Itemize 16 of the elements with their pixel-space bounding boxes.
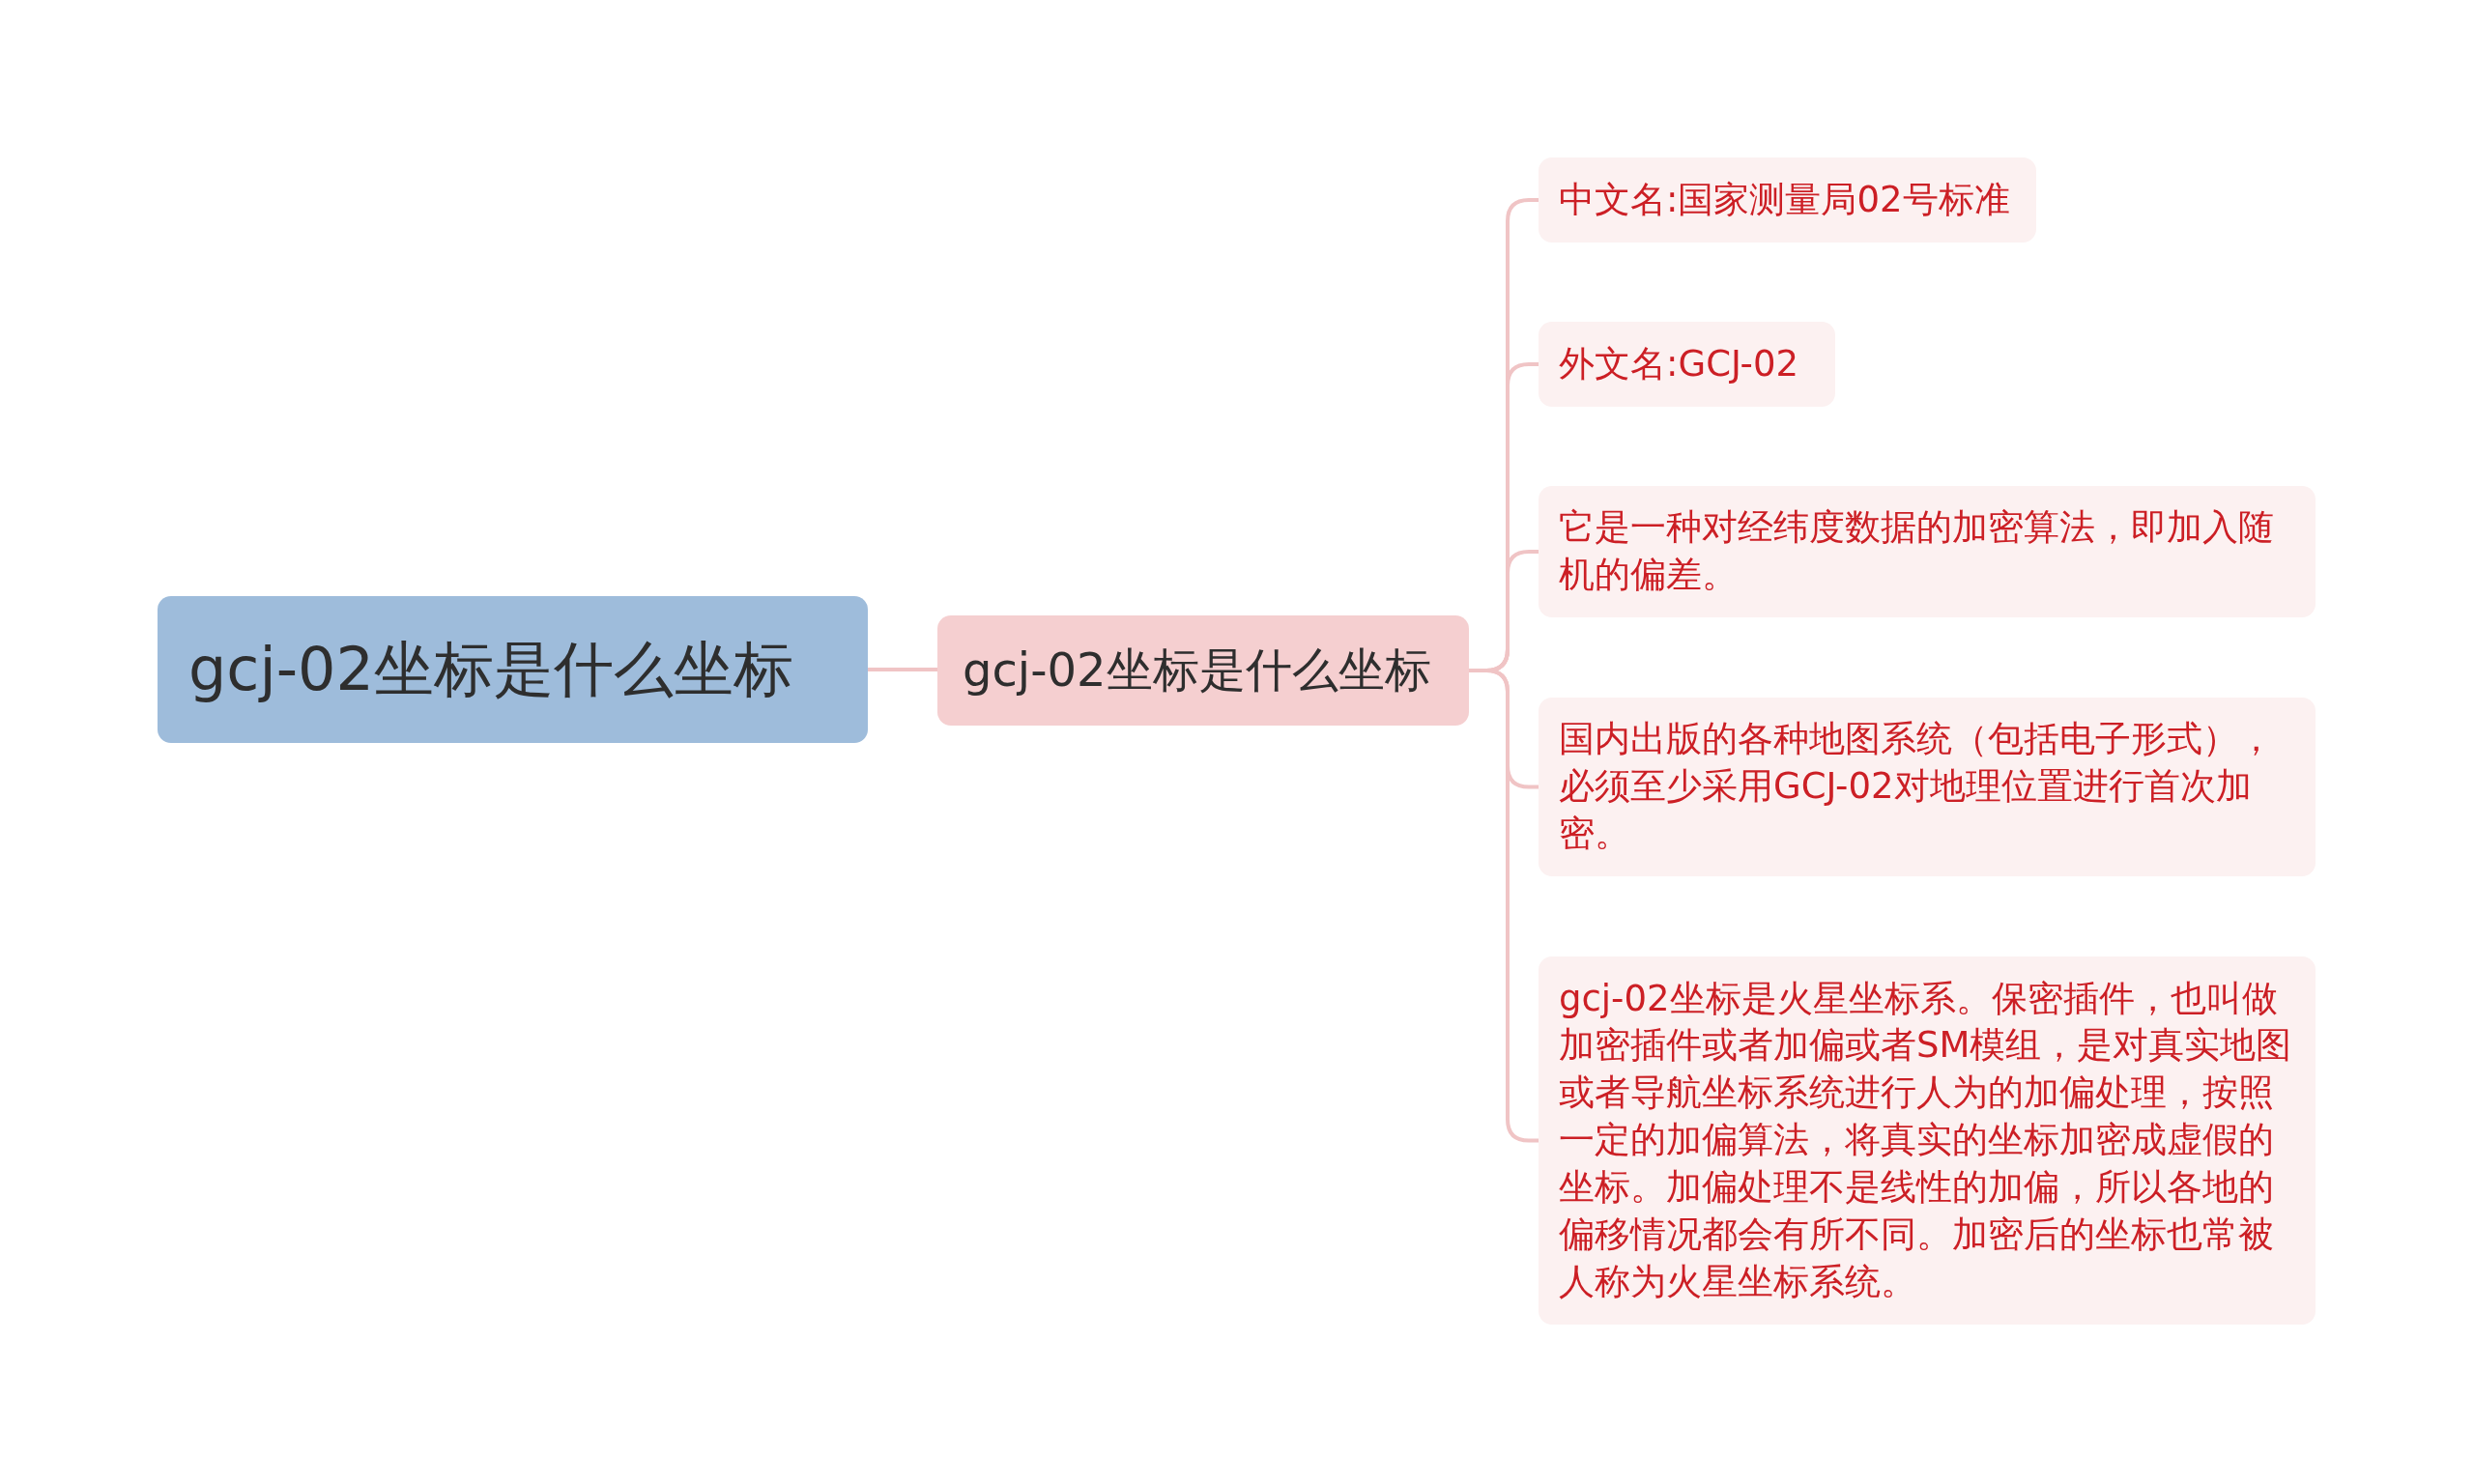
subtopic-box (1539, 956, 2316, 1325)
connector-line (868, 668, 937, 671)
topic-text: 它是一种对经纬度数据的加密算法，即加入随机的偏差。 (1559, 505, 2275, 597)
subtopic-box (1539, 322, 1835, 407)
connector-line (1469, 669, 1539, 1143)
subtopic-box (1539, 698, 2316, 876)
topic-text: gcj-02坐标是什么坐标 (188, 633, 793, 706)
topic-text: 国内出版的各种地图系统（包括电子形式），必须至少采用GCJ-02对地理位置进行首次加密。 (1559, 717, 2275, 856)
topic-text: 外文名:GCJ-02 (1559, 341, 1798, 386)
topic-text: gcj-02坐标是火星坐标系。保密插件，也叫做加密插件或者加偏或者SM模组，是对真实地图或者导航坐标系统进行人为的加偏处理，按照一定的加偏算法，将真实的坐标加密成虚假的坐标。加偏处理不是线性的加偏，所以各地的偏移情况都会有所不同。加密后的坐标也常被人称为火星坐标系统。 (1559, 976, 2293, 1304)
topic-box (937, 615, 1469, 726)
topic-text: gcj-02坐标是什么坐标 (963, 642, 1431, 699)
root-topic-box (158, 596, 868, 743)
subtopic-box (1539, 486, 2316, 617)
subtopic-box (1539, 157, 2036, 243)
topic-text: 中文名:国家测量局02号标准 (1559, 177, 2010, 222)
